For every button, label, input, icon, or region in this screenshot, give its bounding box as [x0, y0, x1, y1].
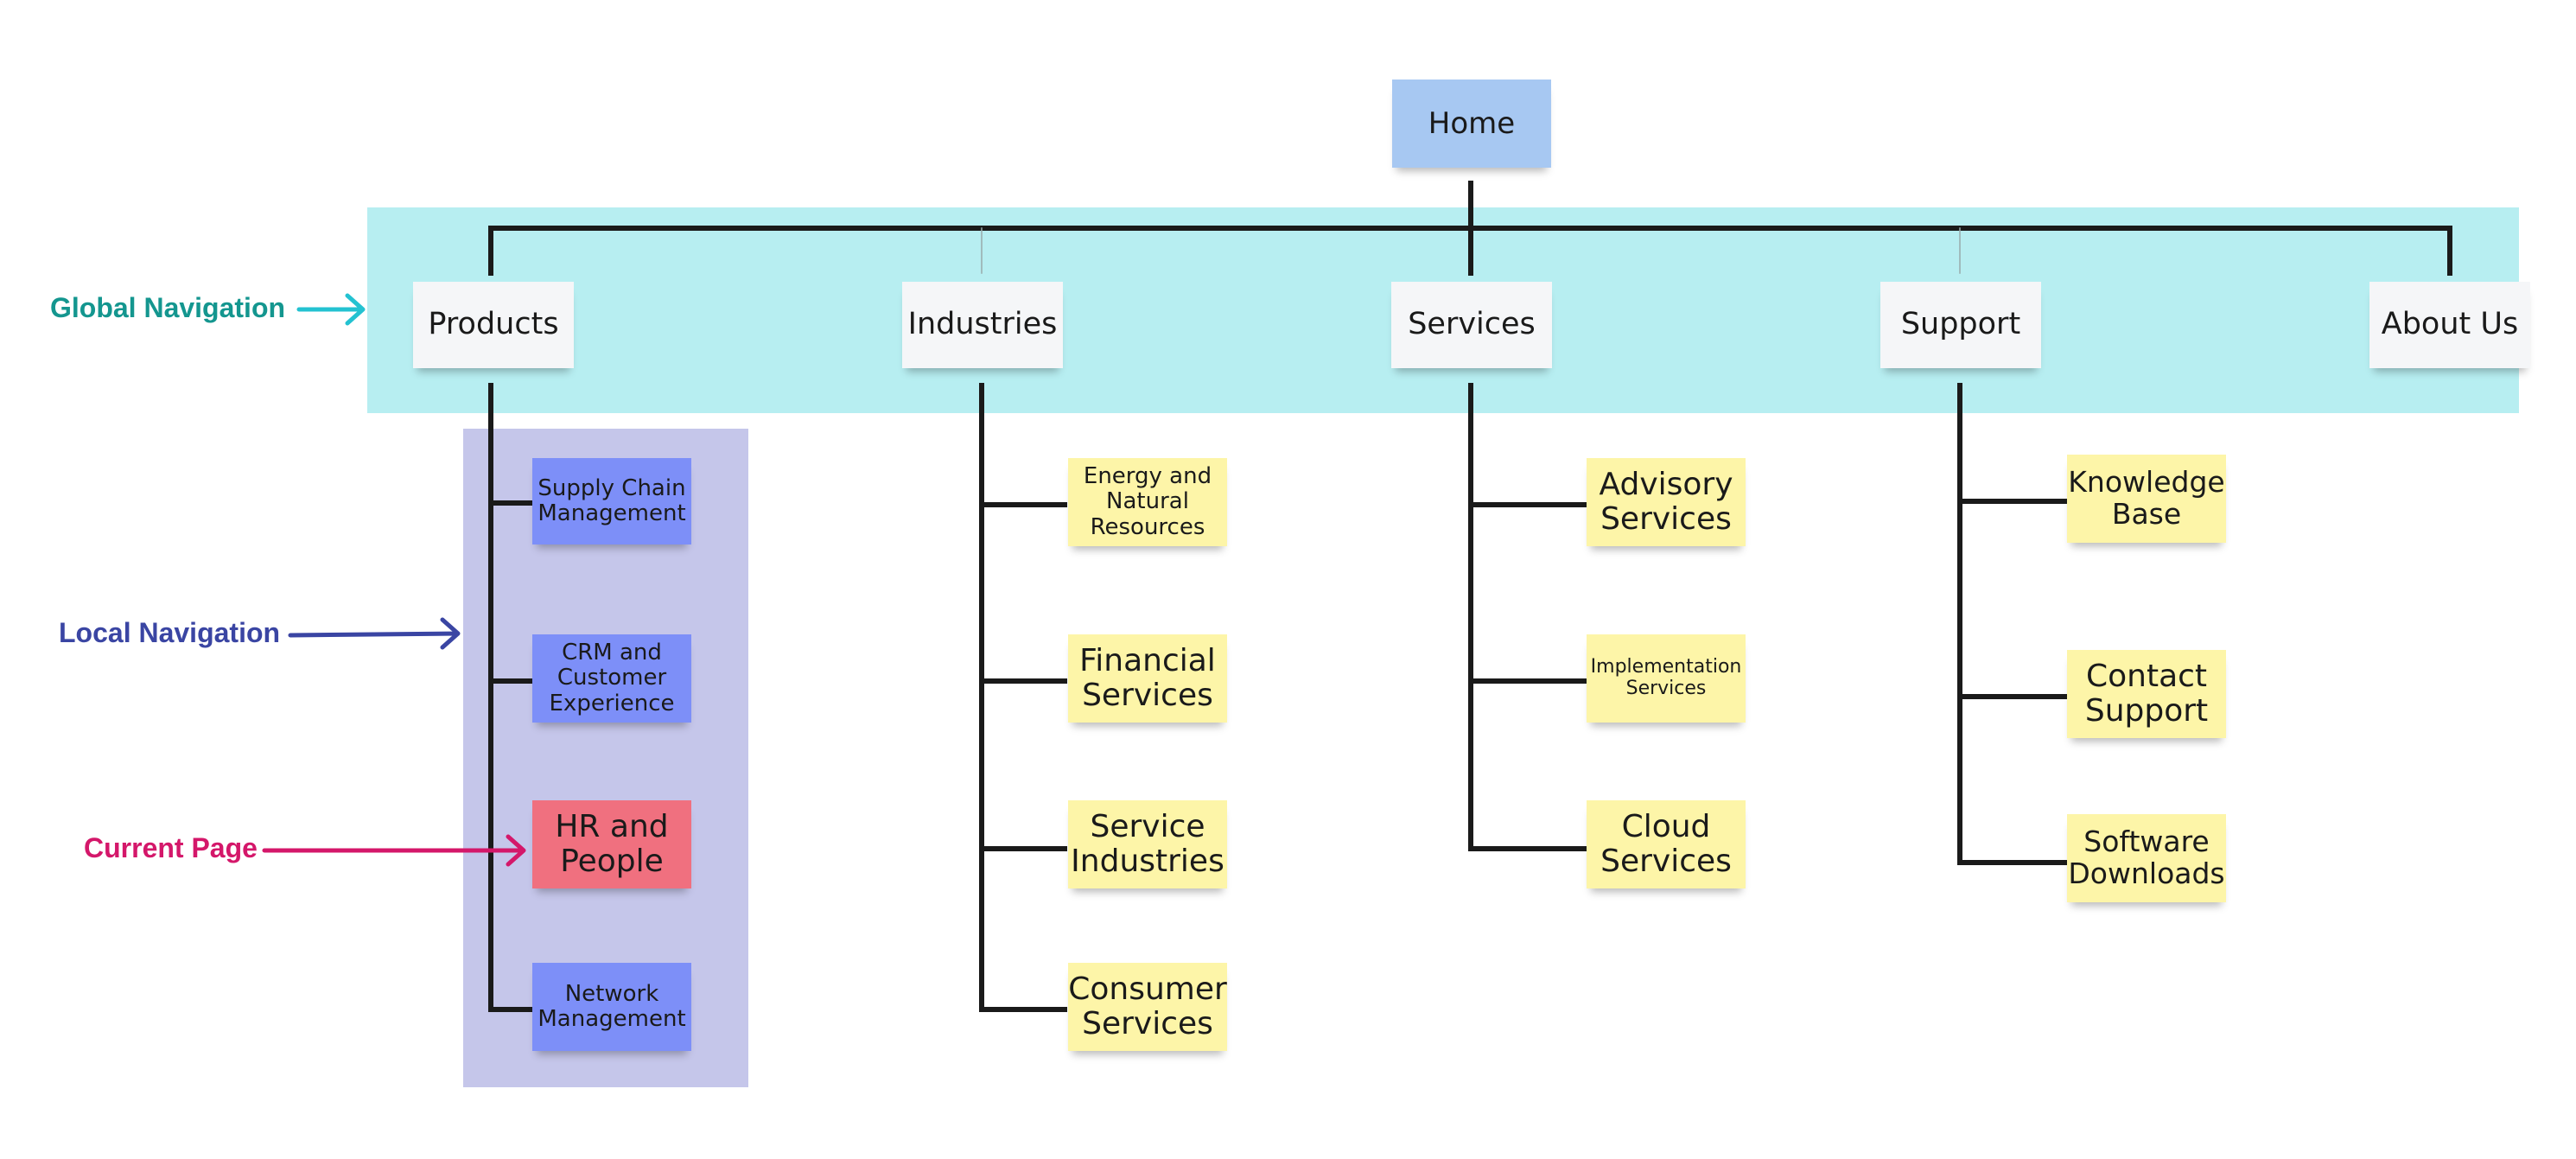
- industries-energy[interactable]: Energy and Natural Resources: [1068, 458, 1227, 546]
- global-navigation-label: Global Navigation: [50, 292, 286, 323]
- local-nav-network-management[interactable]: Network Management: [532, 963, 691, 1051]
- home-node[interactable]: Home: [1392, 80, 1551, 168]
- local-nav-supply-chain[interactable]: Supply Chain Management: [532, 458, 691, 544]
- industries-consumer-services[interactable]: Consumer Services: [1068, 963, 1227, 1051]
- current-page-label: Current Page: [84, 832, 258, 863]
- support-contact-support[interactable]: Contact Support: [2067, 650, 2226, 738]
- services-advisory[interactable]: Advisory Services: [1587, 458, 1746, 546]
- current-page-hr-and-people[interactable]: HR and People: [532, 800, 691, 888]
- global-nav-services[interactable]: Services: [1391, 282, 1552, 368]
- industries-service-industries[interactable]: Service Industries: [1068, 800, 1227, 888]
- local-nav-crm[interactable]: CRM and Customer Experience: [532, 634, 691, 723]
- support-software-downloads[interactable]: Software Downloads: [2067, 814, 2226, 902]
- industries-financial-services[interactable]: Financial Services: [1068, 634, 1227, 723]
- services-implementation[interactable]: Implementation Services: [1587, 634, 1746, 723]
- global-nav-about-us[interactable]: About Us: [2369, 282, 2530, 368]
- global-nav-support[interactable]: Support: [1880, 282, 2041, 368]
- current-page-arrow: [262, 834, 526, 867]
- local-navigation-arrow: [288, 617, 461, 650]
- services-cloud[interactable]: Cloud Services: [1587, 800, 1746, 888]
- global-nav-industries[interactable]: Industries: [902, 282, 1063, 368]
- support-knowledge-base[interactable]: Knowledge Base: [2067, 455, 2226, 543]
- global-navigation-arrow: [296, 293, 366, 326]
- local-navigation-label: Local Navigation: [59, 617, 281, 648]
- global-nav-products[interactable]: Products: [413, 282, 574, 368]
